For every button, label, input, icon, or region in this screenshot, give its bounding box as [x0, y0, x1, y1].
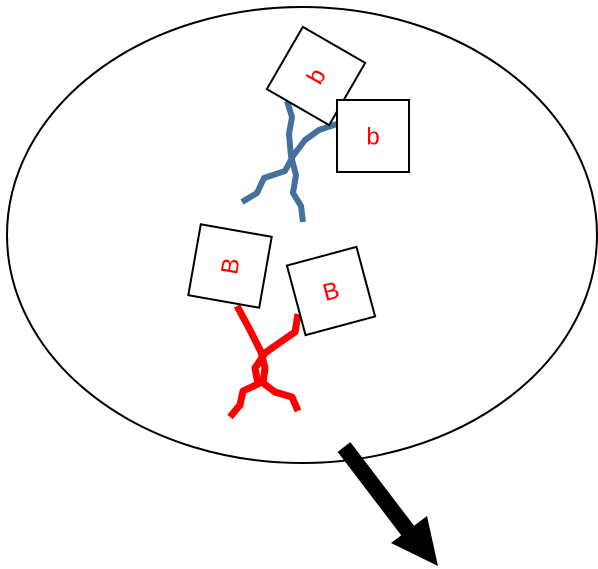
- allele-box-frame: [187, 223, 273, 309]
- allele-label: b: [366, 123, 379, 150]
- allele-box-frame: [285, 245, 377, 337]
- allele-label: B: [216, 256, 245, 276]
- red-chromosome-pair: [227, 304, 302, 420]
- allele-box-frame: [336, 99, 410, 173]
- red-chromosome-strand: [227, 313, 302, 420]
- blue-chromosome-strand: [284, 100, 306, 223]
- allele-box: b: [336, 99, 410, 173]
- down-right-arrow: [337, 442, 438, 566]
- allele-box: B: [285, 245, 377, 337]
- arrow-head: [391, 516, 438, 566]
- arrow-shaft: [337, 442, 415, 536]
- blue-chromosome-pair: [240, 100, 338, 223]
- allele-label: B: [320, 277, 342, 307]
- blue-chromosome-strand: [240, 121, 338, 205]
- allele-box: B: [187, 223, 273, 309]
- cell-outline: [6, 6, 598, 464]
- red-chromosome-strand: [233, 304, 302, 413]
